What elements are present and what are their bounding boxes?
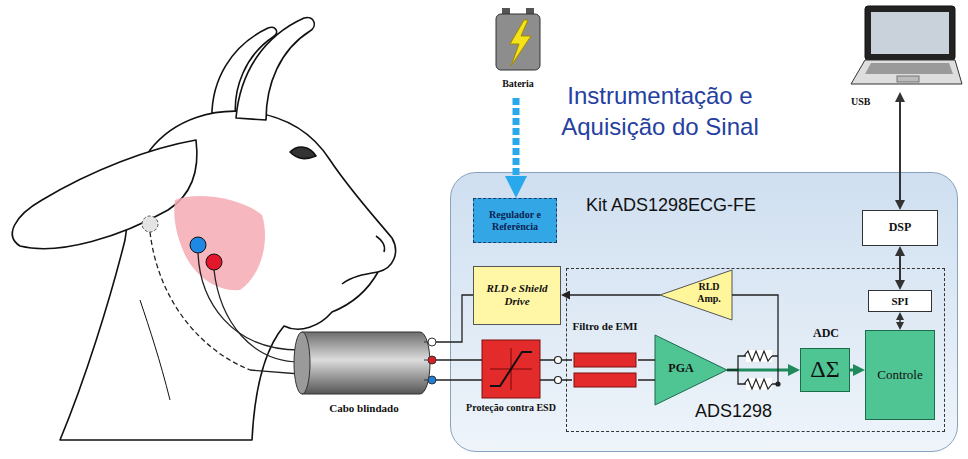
node-label: Cabo blindado bbox=[282, 402, 446, 415]
goat-nostril bbox=[376, 236, 385, 252]
node-label: ADS1298 bbox=[695, 401, 815, 422]
shielded-cable: Cabo blindado bbox=[292, 328, 436, 398]
laptop-icon-shape bbox=[845, 4, 962, 92]
connector bbox=[899, 99, 901, 203]
resistor-symbol bbox=[744, 351, 772, 361]
node-label: RLD Amp. bbox=[688, 281, 730, 304]
node-label: Proteção contra ESD bbox=[460, 402, 562, 414]
rld-box: RLD e Shield Drive bbox=[473, 266, 561, 325]
junction-dot bbox=[776, 382, 780, 386]
goat-ear bbox=[12, 140, 196, 249]
electrode-wire bbox=[214, 270, 300, 362]
shielded-cable-shape bbox=[292, 328, 436, 398]
node-label: Regulador e Referência bbox=[474, 209, 556, 232]
esd-block: Proteção contra ESD bbox=[482, 340, 540, 398]
emi-filter: Filtro de EMI bbox=[572, 320, 638, 392]
interface-box: DSP bbox=[862, 210, 938, 246]
connector bbox=[638, 360, 655, 380]
node-label: ADC bbox=[791, 327, 861, 341]
goat-horn bbox=[236, 17, 314, 120]
input-terminal bbox=[555, 377, 562, 384]
control-box: Controle bbox=[865, 330, 935, 420]
regulator-box: Regulador e Referência bbox=[473, 198, 557, 243]
input-terminal bbox=[555, 357, 562, 364]
electrode-blue bbox=[190, 237, 206, 253]
electrode-wire bbox=[198, 253, 300, 350]
connector bbox=[899, 253, 901, 283]
amplifier-triangle: RLD Amp. bbox=[660, 270, 732, 320]
node-label: Controle bbox=[877, 368, 923, 383]
esd-block-shape bbox=[482, 340, 540, 398]
connector bbox=[899, 318, 901, 325]
node-label: Bateria bbox=[483, 78, 553, 90]
node-label: Kit ADS1298ECG-FE bbox=[586, 195, 806, 216]
amplifier-triangle: PGA bbox=[655, 335, 727, 405]
resistor-symbol bbox=[744, 379, 772, 389]
node-label: USB bbox=[851, 96, 891, 108]
electrode-area bbox=[174, 196, 265, 290]
node-label: SPI bbox=[891, 295, 908, 308]
adc-box: ADCΔΣ bbox=[800, 348, 850, 392]
diagram-title: Instrumentação e Aquisição do Sinal bbox=[530, 80, 790, 142]
interface-box: SPI bbox=[868, 290, 932, 312]
goat-eye bbox=[290, 147, 316, 159]
connector bbox=[436, 360, 482, 380]
connector bbox=[567, 294, 660, 295]
kit-panel: Regulador e ReferênciaRLD e Shield Drive… bbox=[450, 172, 958, 452]
node-label: RLD e Shield Drive bbox=[482, 282, 552, 307]
connector bbox=[436, 295, 473, 342]
goat-neck-fold bbox=[140, 300, 170, 400]
node-label: DSP bbox=[889, 221, 912, 235]
electrode-red bbox=[206, 254, 222, 270]
connector bbox=[513, 98, 520, 183]
resistor-ground bbox=[746, 350, 772, 362]
chip-outline: Filtro de EMIRLD Amp.PGAADCΔΣControleSPI… bbox=[566, 268, 945, 432]
connector bbox=[850, 369, 857, 372]
connector bbox=[727, 295, 778, 384]
goat-mouth bbox=[342, 272, 378, 284]
resistor-ground bbox=[746, 378, 772, 390]
laptop-icon: USB bbox=[845, 4, 962, 92]
electrode-wire bbox=[150, 232, 250, 370]
amplifier-triangle-shape bbox=[660, 270, 732, 320]
electrode-wire bbox=[250, 370, 300, 374]
electrode-far bbox=[142, 216, 158, 232]
node-label: Filtro de EMI bbox=[572, 320, 638, 333]
node-label: PGA bbox=[659, 362, 703, 376]
connector bbox=[727, 369, 792, 372]
connector bbox=[540, 360, 572, 380]
battery-icon: Bateria bbox=[488, 4, 548, 98]
node-label: ΔΣ bbox=[810, 356, 839, 384]
